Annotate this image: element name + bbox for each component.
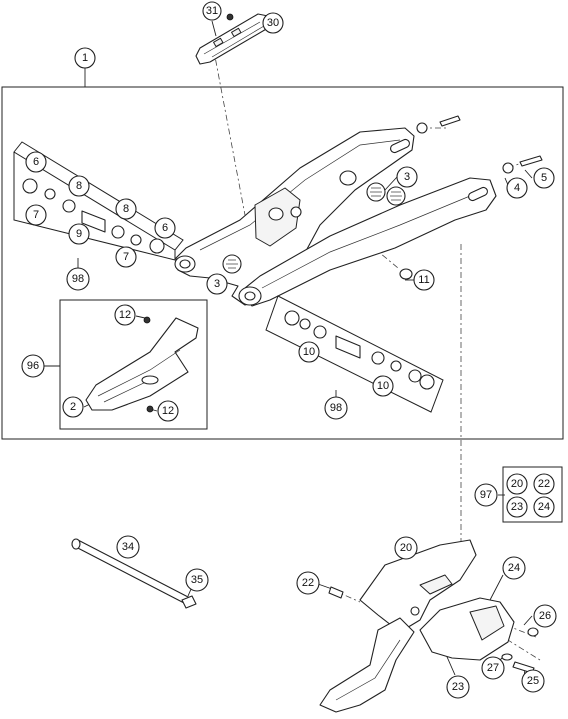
callout-23: 23 [446,675,470,699]
chain-guide-slider-upper [195,13,272,65]
svg-text:34: 34 [122,541,134,553]
callout-10-lower: 10 [372,375,394,397]
callout-20: 20 [394,536,418,560]
svg-text:20: 20 [400,542,412,554]
callout-31: 31 [202,1,222,21]
svg-text:31: 31 [206,5,218,17]
callout-9: 9 [68,223,90,245]
svg-text:7: 7 [33,209,39,221]
callout-7-upper: 7 [25,204,47,226]
callout-5: 5 [533,167,555,189]
callout-25: 25 [521,669,545,693]
kit-97-item-24: 24 [533,496,555,518]
callout-34: 34 [116,535,140,559]
svg-text:8: 8 [123,203,129,215]
svg-text:3: 3 [404,171,410,183]
svg-text:11: 11 [418,274,429,286]
callout-3-right: 3 [396,166,418,188]
svg-text:1: 1 [82,52,88,64]
svg-text:5: 5 [541,172,547,184]
callout-96: 96 [21,354,45,378]
bearing-kit-left [13,141,184,261]
callout-4: 4 [506,177,528,199]
svg-text:97: 97 [480,489,492,501]
callout-35: 35 [185,568,209,592]
svg-text:22: 22 [538,478,550,490]
callout-2: 2 [62,396,84,418]
svg-text:3: 3 [214,278,220,290]
callout-3-left: 3 [206,273,228,295]
svg-text:22: 22 [302,577,314,589]
callout-11: 11 [413,269,435,291]
svg-text:98: 98 [330,402,342,414]
svg-text:26: 26 [539,610,551,622]
callout-8-lower: 8 [115,198,137,220]
callout-22: 22 [296,571,320,595]
callout-6-upper: 6 [25,151,47,173]
svg-text:7: 7 [123,251,129,263]
kit-97-item-20: 20 [506,473,528,495]
callout-24: 24 [502,556,526,580]
swingarm [174,127,497,307]
svg-text:9: 9 [76,228,82,240]
svg-text:25: 25 [527,675,539,687]
svg-text:4: 4 [514,182,520,194]
svg-text:98: 98 [72,273,84,285]
callout-10-upper: 10 [298,341,320,363]
swingarm-pivot-axle [71,538,197,609]
svg-text:35: 35 [191,574,203,586]
kit-97-item-23: 23 [506,496,528,518]
svg-text:12: 12 [162,405,174,417]
svg-text:10: 10 [377,380,389,392]
svg-text:24: 24 [508,562,520,574]
svg-text:96: 96 [27,360,39,372]
bearing-kit-right [265,295,444,413]
kit-97-item-22: 22 [533,473,555,495]
callout-26: 26 [533,604,557,628]
callout-7-lower: 7 [115,246,137,268]
callout-6-lower: 6 [154,217,176,239]
callout-98-left: 98 [66,267,90,291]
callout-8-upper: 8 [68,175,90,197]
callout-98-right: 98 [324,396,348,420]
swingarm-group-frame [1,86,564,440]
bearing-parts-right [386,115,543,280]
svg-text:6: 6 [162,222,168,234]
svg-text:23: 23 [452,681,464,693]
svg-text:2: 2 [70,401,76,413]
svg-text:12: 12 [119,309,131,321]
svg-text:30: 30 [267,17,279,29]
svg-text:10: 10 [303,346,315,358]
chain-guide-assembly [319,539,539,713]
svg-text:23: 23 [511,501,523,513]
callout-30: 30 [262,12,284,34]
svg-text:6: 6 [33,156,39,168]
svg-text:24: 24 [538,501,550,513]
svg-text:27: 27 [487,662,499,674]
callout-12-upper: 12 [114,304,136,326]
callout-12-lower: 12 [157,400,179,422]
svg-text:20: 20 [511,478,523,490]
callout-97: 97 [474,483,498,507]
callout-27: 27 [481,656,505,680]
chain-slider-kit [59,299,208,430]
callout-1: 1 [74,47,96,69]
svg-text:8: 8 [76,180,82,192]
kit-97-box [502,466,563,523]
